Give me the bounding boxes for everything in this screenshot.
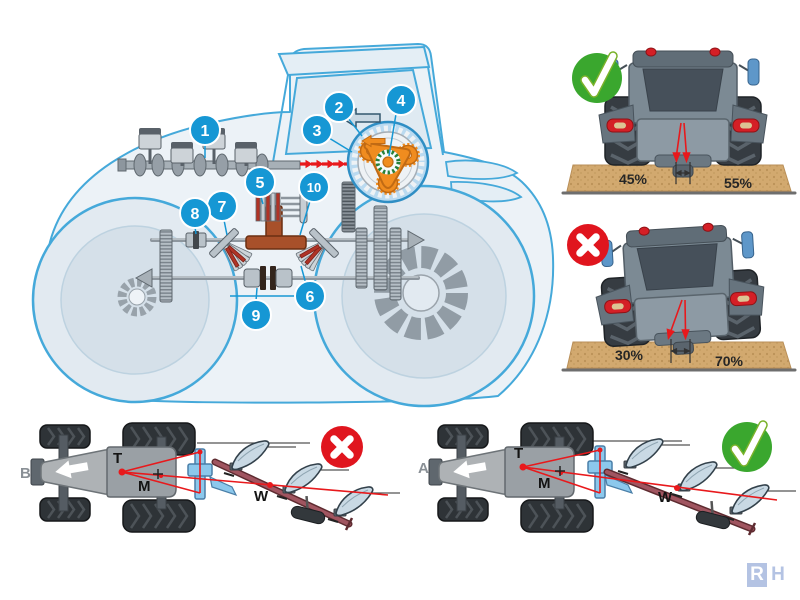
planet-carrier [363,142,411,189]
callout-badge-7: 7 [206,190,238,222]
cross-icon [321,426,363,468]
svg-text:9: 9 [252,308,261,325]
track-measure-marks [675,162,691,184]
tractor-rear-view [599,48,767,177]
point-W: W [658,489,673,506]
mass-cross [555,466,565,476]
hitch-panel-right: A T M W [418,405,797,536]
mass-cross [153,469,163,479]
tractor-sketch [31,43,555,408]
svg-text:4: 4 [397,93,406,110]
pto-clutch-5 [255,190,308,224]
pull-geometry [522,449,778,501]
callout-badge-2: 2 [323,91,355,123]
soil-strip [566,341,792,369]
right-weight-pct: 55% [724,175,753,191]
rear-hub-gear [374,246,468,340]
weight-panel-bad: 30% 70% [561,212,797,372]
svg-text:6: 6 [306,289,315,306]
depth-wheel [695,500,731,530]
check-icon [572,53,622,103]
rotation-arrow-icon [361,134,386,148]
direction-letter: B [20,465,31,482]
svg-text:3: 3 [313,123,322,140]
point-T: T [514,445,523,462]
geometry-points [118,449,273,488]
svg-text:8: 8 [191,206,200,223]
callout-badge-6: 6 [294,280,326,312]
check-icon [722,422,772,472]
track-measure-marks [670,339,691,363]
callout-badge-9: 9 [240,299,272,331]
load-arrows [672,122,691,164]
depth-wheel [290,495,326,525]
gearbox-gear-stacks [159,181,402,303]
pull-geometry [121,451,389,496]
callout-badge-10: 10 [298,171,330,203]
engine-crankshaft [117,128,301,177]
right-weight-pct: 70% [715,353,744,369]
plough [211,439,400,531]
logo-letter-h: H [768,563,788,587]
svg-text:5: 5 [256,175,265,192]
direction-letter: A [418,460,429,477]
cross-icon [567,224,609,266]
point-M: M [138,478,151,495]
rh-logo: R H [747,563,788,587]
callout-badges: 1 2 3 4 5 6 7 8 9 10 [179,84,417,331]
driveline-coupler-9 [243,266,293,290]
logo-letter-r: R [747,563,767,587]
tractor-top-view [429,423,593,532]
callout-badge-8: 8 [179,197,211,229]
point-T: T [113,450,122,467]
front-hub-gear [117,277,157,317]
point-W: W [254,488,269,505]
hitch-panel-wrong: B T M W [20,405,400,590]
left-weight-pct: 45% [619,171,648,187]
callout-badge-3: 3 [301,114,333,146]
load-arrows [666,299,690,341]
soil-strip [566,164,792,192]
callout-badge-1: 1 [189,114,221,146]
point-M: M [538,475,551,492]
callout-badge-5: 5 [244,166,276,198]
tractor-top-view [31,423,195,532]
drivetrain-diagram: 1 2 3 4 5 6 7 8 9 10 [31,43,555,408]
planetary-gear-unit [346,120,430,204]
shaft-coupler-8 [185,231,207,249]
svg-text:1: 1 [201,123,210,140]
svg-text:2: 2 [335,100,344,117]
weight-panel-good: 45% 55% [561,35,797,195]
svg-text:10: 10 [307,180,321,195]
tractor-rear-view-tilted [592,220,768,359]
callout-badge-4: 4 [385,84,417,116]
svg-text:7: 7 [218,199,227,216]
left-weight-pct: 30% [615,347,644,363]
